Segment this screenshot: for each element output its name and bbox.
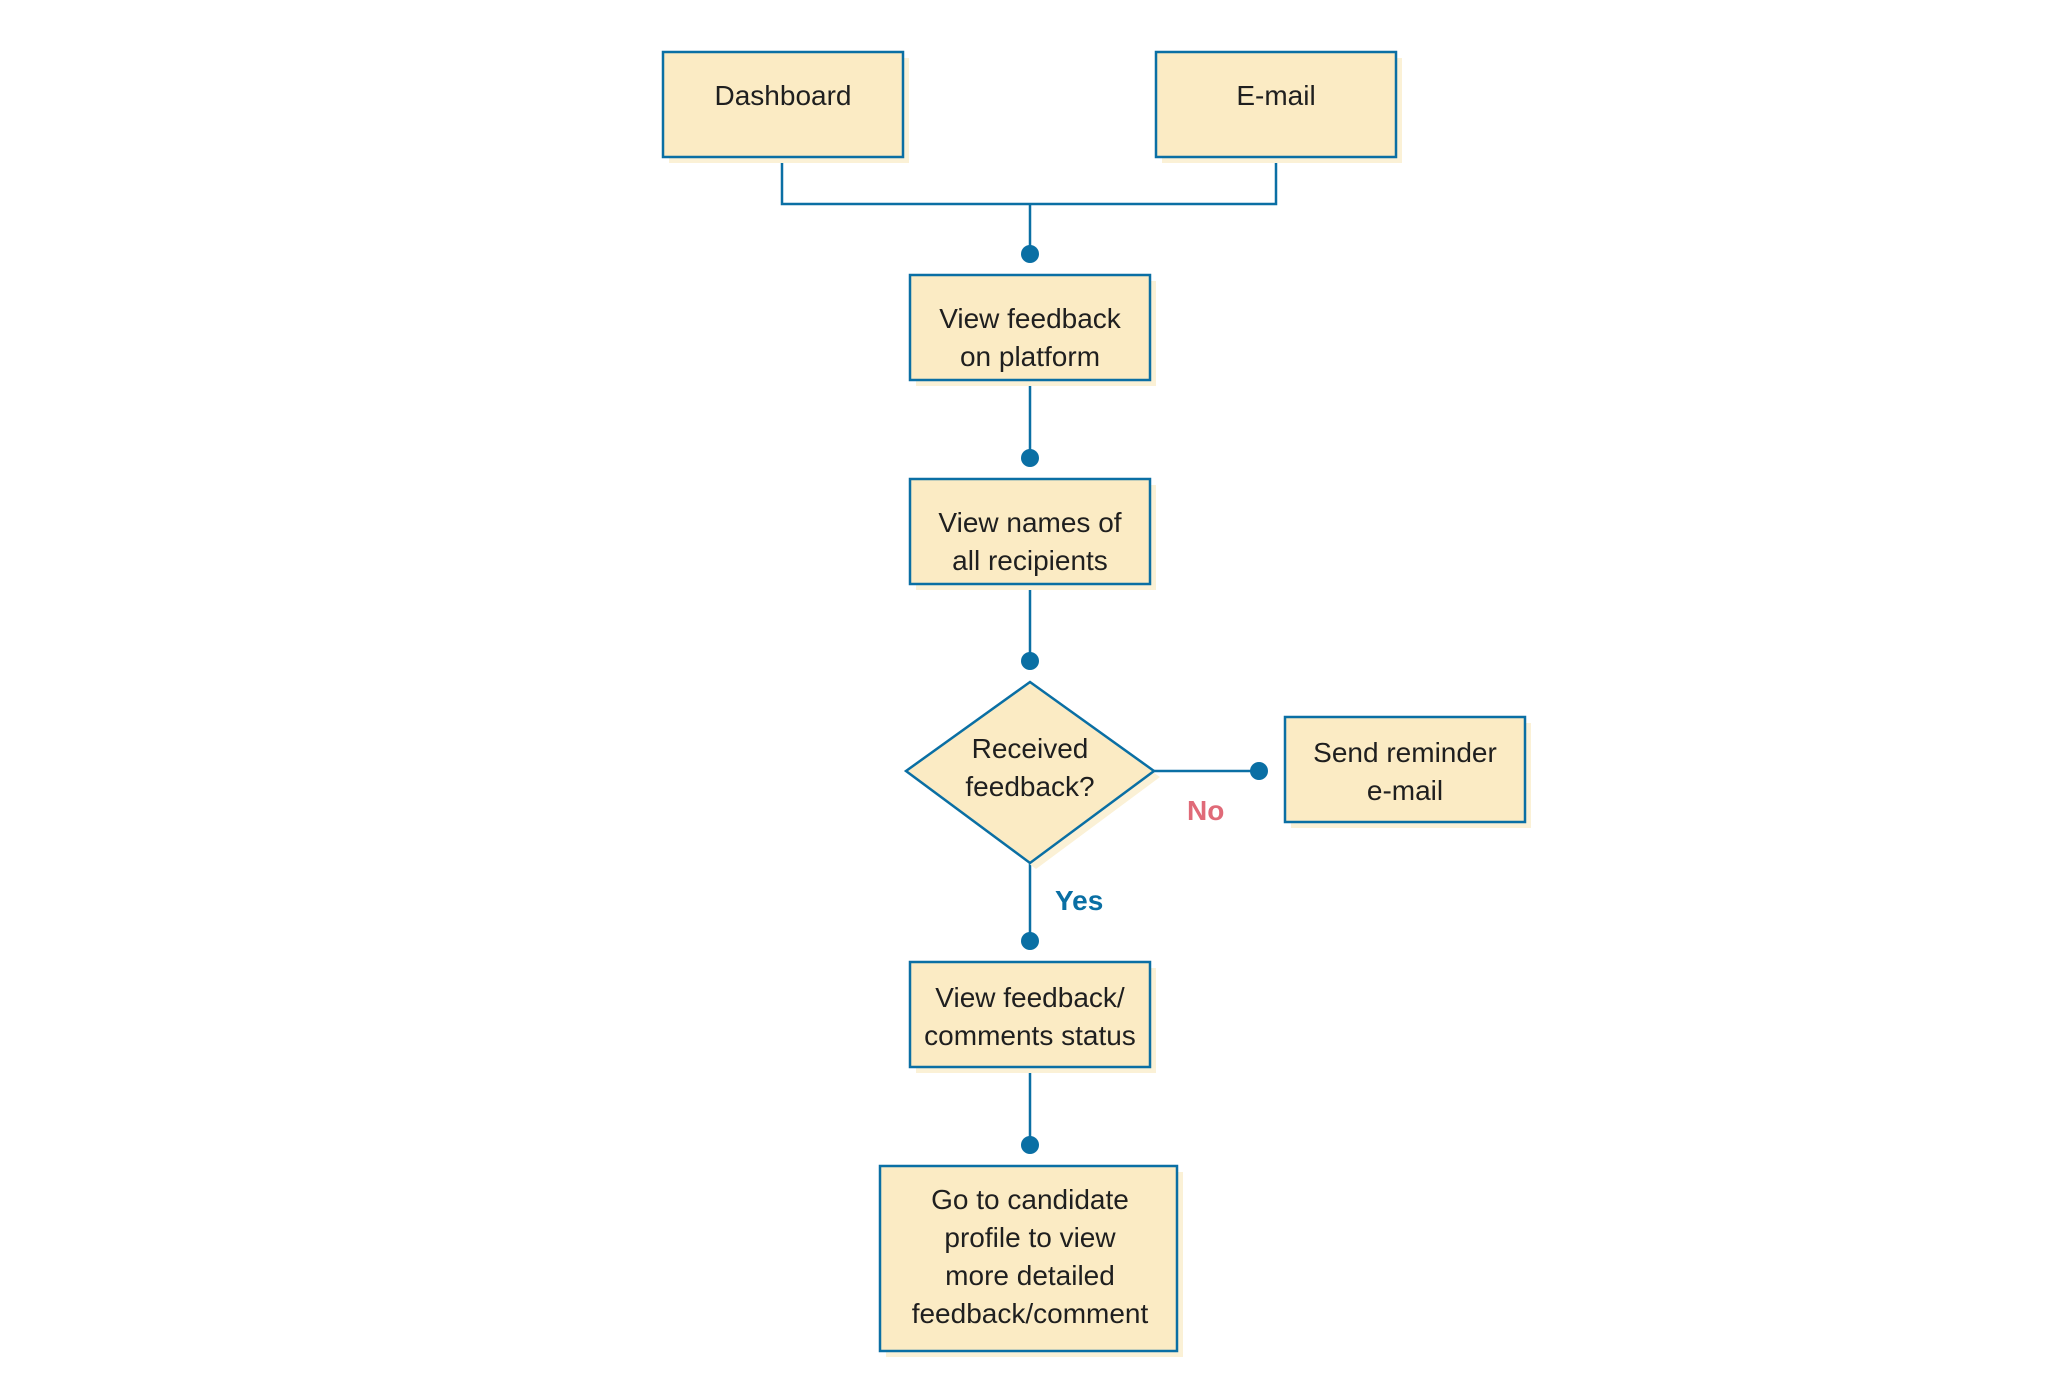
- node-label-line: E-mail: [1236, 80, 1315, 111]
- node-label-line: View feedback/: [935, 982, 1125, 1013]
- node-email-label: E-mail: [1236, 80, 1315, 111]
- node-label-line: Dashboard: [715, 80, 852, 111]
- node-label-line: all recipients: [952, 545, 1108, 576]
- connector-email-to-junction: [1030, 156, 1278, 206]
- edge-label-no: No: [1187, 795, 1224, 826]
- node-email-box: [1154, 50, 1398, 159]
- connector-dot-send-reminder: [1250, 762, 1268, 780]
- node-candidate-profile-box: [878, 1164, 1179, 1353]
- node-candidate-profile-label: Go to candidate profile to view more detai…: [912, 1184, 1149, 1329]
- node-view-names: View names of all recipients: [908, 477, 1156, 590]
- connector-dot-view-status: [1021, 932, 1039, 950]
- node-label-line: profile to view: [944, 1222, 1116, 1253]
- node-view-feedback-box: [908, 273, 1152, 382]
- node-label-line: comments status: [924, 1020, 1136, 1051]
- node-decision: Received feedback?: [903, 680, 1160, 869]
- node-label-line: Send reminder: [1313, 737, 1497, 768]
- connector-dashboard-to-junction: [780, 156, 1030, 206]
- connector-dot-view-names: [1021, 449, 1039, 467]
- node-dashboard-box: [661, 50, 905, 159]
- connector-dot-view-feedback: [1021, 245, 1039, 263]
- node-email: E-mail: [1154, 50, 1402, 163]
- node-view-status-box: [908, 960, 1152, 1069]
- connector-dots: [1021, 245, 1268, 1154]
- node-label-line: feedback?: [965, 771, 1094, 802]
- node-view-status-label: View feedback/comments status: [924, 982, 1136, 1051]
- node-decision-label: Received feedback?: [965, 733, 1094, 802]
- node-view-status: View feedback/comments status: [908, 960, 1156, 1073]
- node-candidate-profile: Go to candidate profile to view more detai…: [878, 1164, 1183, 1357]
- node-dashboard-label: Dashboard: [715, 80, 852, 111]
- node-decision-diamond: [903, 680, 1157, 865]
- node-label-line: feedback/comment: [912, 1298, 1149, 1329]
- node-label-line: more detailed: [945, 1260, 1115, 1291]
- connector-dot-candidate-profile: [1021, 1136, 1039, 1154]
- node-label-line: on platform: [960, 341, 1100, 372]
- node-dashboard: Dashboard: [661, 50, 909, 163]
- node-view-names-label: View names of all recipients: [938, 507, 1121, 576]
- node-label-line: e-mail: [1367, 775, 1443, 806]
- connectors: [780, 156, 1278, 1145]
- node-send-reminder-box: [1283, 715, 1527, 824]
- node-send-reminder-label: Send reminder e-mail: [1313, 737, 1497, 806]
- node-view-names-box: [908, 477, 1152, 586]
- node-label-line: Go to candidate: [931, 1184, 1129, 1215]
- node-label-line: View feedback: [939, 303, 1122, 334]
- node-view-feedback: View feedback on platform: [908, 273, 1156, 386]
- node-label-line: Received: [972, 733, 1089, 764]
- connector-dot-decision: [1021, 652, 1039, 670]
- node-label-line: View names of: [938, 507, 1121, 538]
- edge-label-yes: Yes: [1055, 885, 1103, 916]
- node-view-feedback-label: View feedback on platform: [939, 303, 1122, 372]
- node-send-reminder: Send reminder e-mail: [1283, 715, 1531, 828]
